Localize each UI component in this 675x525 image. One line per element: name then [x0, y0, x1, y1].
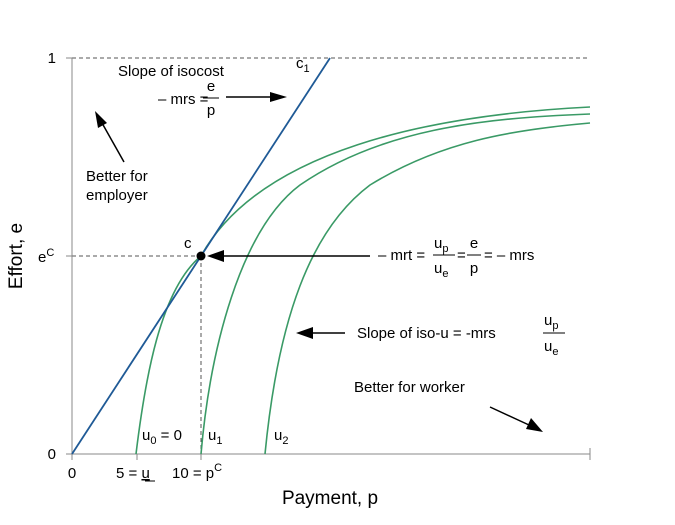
x-axis-title: Payment, p — [282, 488, 378, 509]
y-axis-title: Effort, e — [6, 223, 27, 289]
better-worker-label: Better for worker — [354, 379, 465, 396]
curve-label-u0: u0 = 0 — [142, 427, 182, 447]
mrt-frac1-denominator: ue — [434, 260, 448, 280]
mrt-frac1-numerator: up — [434, 235, 448, 255]
mrt-lhs: – mrt = — [378, 247, 425, 264]
y-tick-label-1: 1 — [48, 50, 56, 67]
isocost-label-c1: c1 — [296, 55, 310, 75]
point-c — [196, 251, 206, 261]
mrt-equals: = — [457, 247, 466, 264]
iso-utility-curve-u2 — [264, 122, 591, 455]
slope-iso-u-text: Slope of iso-u = -mrs — [357, 325, 496, 342]
y-tick-label-ec: eC — [38, 247, 54, 266]
curve-label-u1: u1 — [208, 427, 222, 447]
iso-utility-curve-u0 — [135, 106, 591, 455]
iso-utility-curve-u1 — [200, 113, 591, 455]
slope-iso-u-numerator: up — [544, 312, 558, 332]
slope-isocost-numerator: e — [207, 78, 215, 95]
mrt-frac2-numerator: e — [470, 235, 478, 252]
arrow-mrt — [207, 250, 370, 262]
arrow-better-employer — [95, 111, 125, 163]
mrt-frac2-denominator: p — [470, 260, 478, 277]
point-label-c: c — [184, 235, 192, 252]
better-employer-line2: employer — [86, 187, 148, 204]
better-employer-line1: Better for — [86, 168, 148, 185]
slope-isocost-title: Slope of isocost — [118, 63, 225, 80]
slope-iso-u-denominator: ue — [544, 338, 558, 358]
x-tick-label-pc: 10 = pC — [172, 462, 222, 482]
mrt-rhs: = – mrs — [484, 247, 534, 264]
arrow-better-worker — [489, 406, 543, 432]
x-tick-label-u: 5 = u — [116, 465, 150, 482]
arrow-isocost — [226, 92, 287, 102]
y-tick-label-0: 0 — [48, 446, 56, 463]
curve-label-u2: u2 — [274, 427, 288, 447]
x-tick-label-0: 0 — [68, 465, 76, 482]
slope-isocost-denominator: p — [207, 102, 215, 119]
arrow-iso-u-slope — [296, 327, 345, 339]
slope-isocost-lhs: – mrs = — [158, 91, 209, 108]
